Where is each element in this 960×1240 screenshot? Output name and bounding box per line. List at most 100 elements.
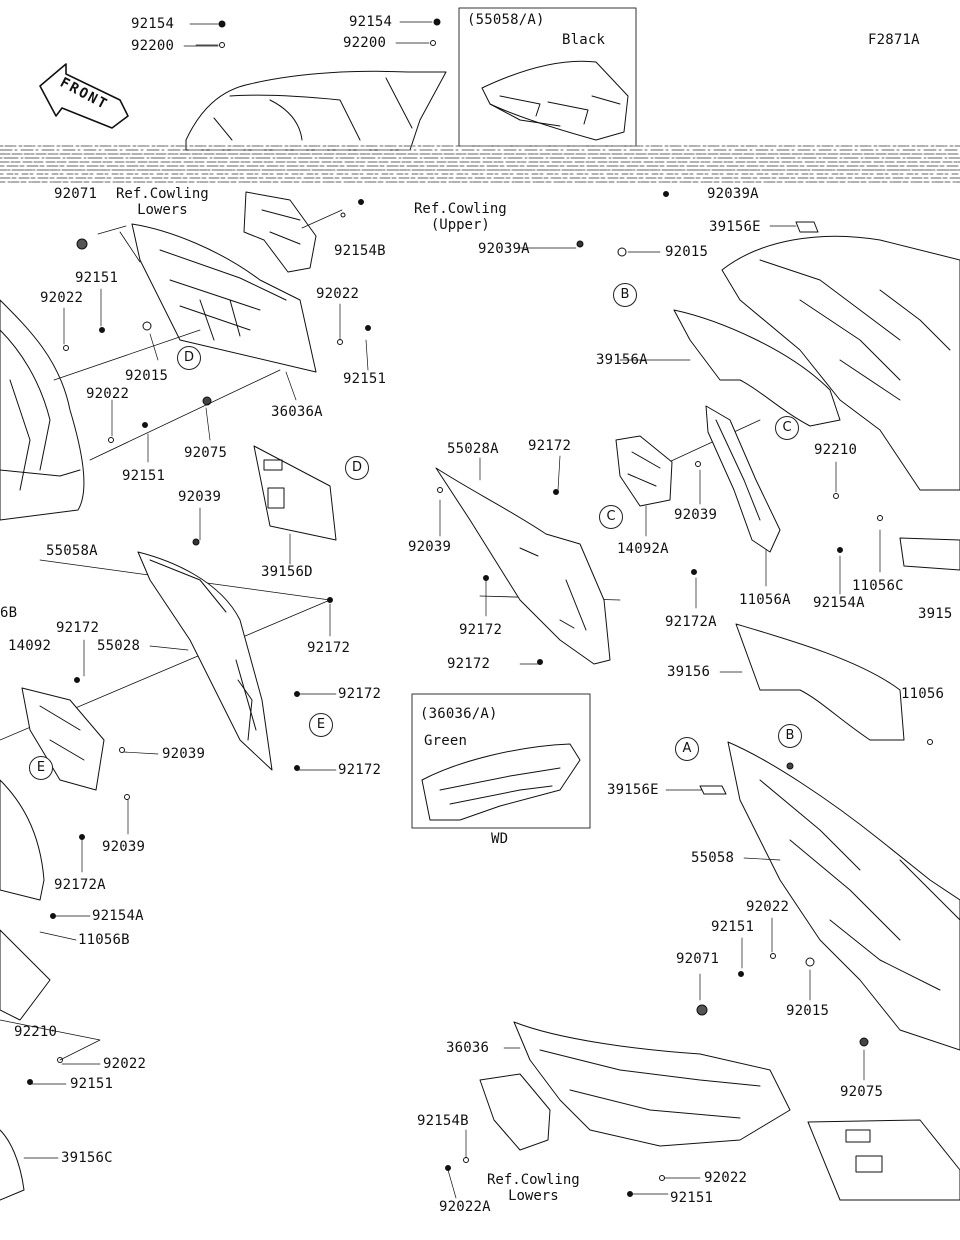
- part-label: 92172A: [54, 877, 106, 893]
- bracket-bottom: [479, 1073, 551, 1151]
- part-label: 92039: [674, 507, 718, 523]
- upper-right-cowling: [721, 235, 960, 491]
- front-arrow-icon: [39, 63, 129, 129]
- cowling-black-part: [481, 60, 629, 141]
- part-label: 92022: [103, 1056, 147, 1072]
- callout-A: A: [675, 737, 699, 761]
- side-panel-55028: [137, 551, 273, 771]
- inset-top-code: (55058/A): [467, 12, 545, 28]
- part-label: 92151: [122, 468, 166, 484]
- part-label: 92039A: [707, 186, 759, 202]
- part-label: 11056: [901, 686, 945, 702]
- ref-cowling-lowers-top: Ref.Cowling Lowers: [116, 186, 209, 218]
- part-label: 92172: [56, 620, 100, 636]
- part-label: 92022: [86, 386, 130, 402]
- bracket-11056A: [705, 405, 781, 553]
- part-label: 92210: [14, 1024, 58, 1040]
- callout-B-bottom: B: [778, 724, 802, 748]
- part-label: 92200: [343, 35, 387, 51]
- part-label: 92154A: [92, 908, 144, 924]
- upper-cowling-part: [185, 70, 447, 151]
- part-label: 92154: [131, 16, 175, 32]
- part-label: 39156: [667, 664, 711, 680]
- part-label: 92172: [459, 622, 503, 638]
- sticker-39156: [735, 623, 905, 741]
- part-label: 36036: [446, 1040, 490, 1056]
- bracket-14092: [21, 687, 105, 791]
- figure-code: F2871A: [868, 32, 920, 48]
- part-label: 92172A: [665, 614, 717, 630]
- part-label: 92151: [670, 1190, 714, 1206]
- part-label: 14092A: [617, 541, 669, 557]
- ref-cowling-upper: Ref.Cowling (Upper): [414, 201, 507, 233]
- part-label: 92154A: [813, 595, 865, 611]
- lower-cowling-right: [513, 1021, 791, 1147]
- callout-C-mid: C: [599, 505, 623, 529]
- part-label: 36036A: [271, 404, 323, 420]
- lower-cowling-green-part: [421, 743, 581, 821]
- sticker-39156A: [673, 309, 841, 427]
- part-label: 11056A: [739, 592, 791, 608]
- bracket-top: [243, 191, 317, 273]
- part-label: 92022A: [439, 1199, 491, 1215]
- part-label: 92172: [338, 686, 382, 702]
- part-label: 39156C: [61, 1150, 113, 1166]
- part-label: 92151: [343, 371, 387, 387]
- part-label: 92151: [70, 1076, 114, 1092]
- part-label: 92071: [676, 951, 720, 967]
- part-label: 39156E: [709, 219, 761, 235]
- callout-E-right: E: [309, 713, 333, 737]
- inset-bottom-code: (36036/A): [420, 706, 498, 722]
- part-label: 92172: [338, 762, 382, 778]
- callout-D-right: D: [345, 456, 369, 480]
- part-label: 39156A: [596, 352, 648, 368]
- part-label: 92039: [102, 839, 146, 855]
- part-label: 3915: [918, 606, 953, 622]
- part-label: 92039: [178, 489, 222, 505]
- part-label: 92075: [840, 1084, 884, 1100]
- part-label: 55058A: [46, 543, 98, 559]
- part-label: 11056B: [78, 932, 130, 948]
- part-label: 92071: [54, 186, 98, 202]
- part-label: 55058: [691, 850, 735, 866]
- inset-top-note: Black: [562, 32, 606, 48]
- callout-B-top: B: [613, 283, 637, 307]
- inset-bottom-note: Green: [424, 733, 468, 749]
- side-cowling-left: [0, 299, 85, 521]
- part-label: 92015: [665, 244, 709, 260]
- part-label: 92151: [75, 270, 119, 286]
- part-label: 92022: [704, 1170, 748, 1186]
- side-cowling-right: [727, 741, 960, 1051]
- part-label: 92200: [131, 38, 175, 54]
- bracket-14092A: [615, 435, 673, 507]
- left-lower-panel: [0, 779, 51, 1201]
- part-label: 39156D: [261, 564, 313, 580]
- part-label: 14092: [8, 638, 52, 654]
- part-label: 92154B: [334, 243, 386, 259]
- part-label: 92151: [711, 919, 755, 935]
- part-label: 92022: [316, 286, 360, 302]
- side-panel-55028A: [435, 467, 611, 665]
- part-label: 92172: [528, 438, 572, 454]
- part-label: 92172: [447, 656, 491, 672]
- callout-C-top: C: [775, 416, 799, 440]
- part-label: 55028: [97, 638, 141, 654]
- part-label: 11056C: [852, 578, 904, 594]
- lower-cowling-left: [131, 223, 317, 373]
- inset-bottom-footer: WD: [491, 831, 509, 847]
- part-label: 39156E: [607, 782, 659, 798]
- part-label: 92039: [162, 746, 206, 762]
- part-label: 55028A: [447, 441, 499, 457]
- part-label: 92015: [786, 1003, 830, 1019]
- part-label: 92154B: [417, 1113, 469, 1129]
- part-label: 92172: [307, 640, 351, 656]
- part-label: 92154: [349, 14, 393, 30]
- part-label: 92022: [40, 290, 84, 306]
- part-label: 92039A: [478, 241, 530, 257]
- sticker-39156D: [253, 445, 337, 541]
- callout-E-left: E: [29, 756, 53, 780]
- inset-box-bottom: [411, 693, 591, 829]
- scan-glitch-band: [0, 145, 960, 183]
- part-label: 92039: [408, 539, 452, 555]
